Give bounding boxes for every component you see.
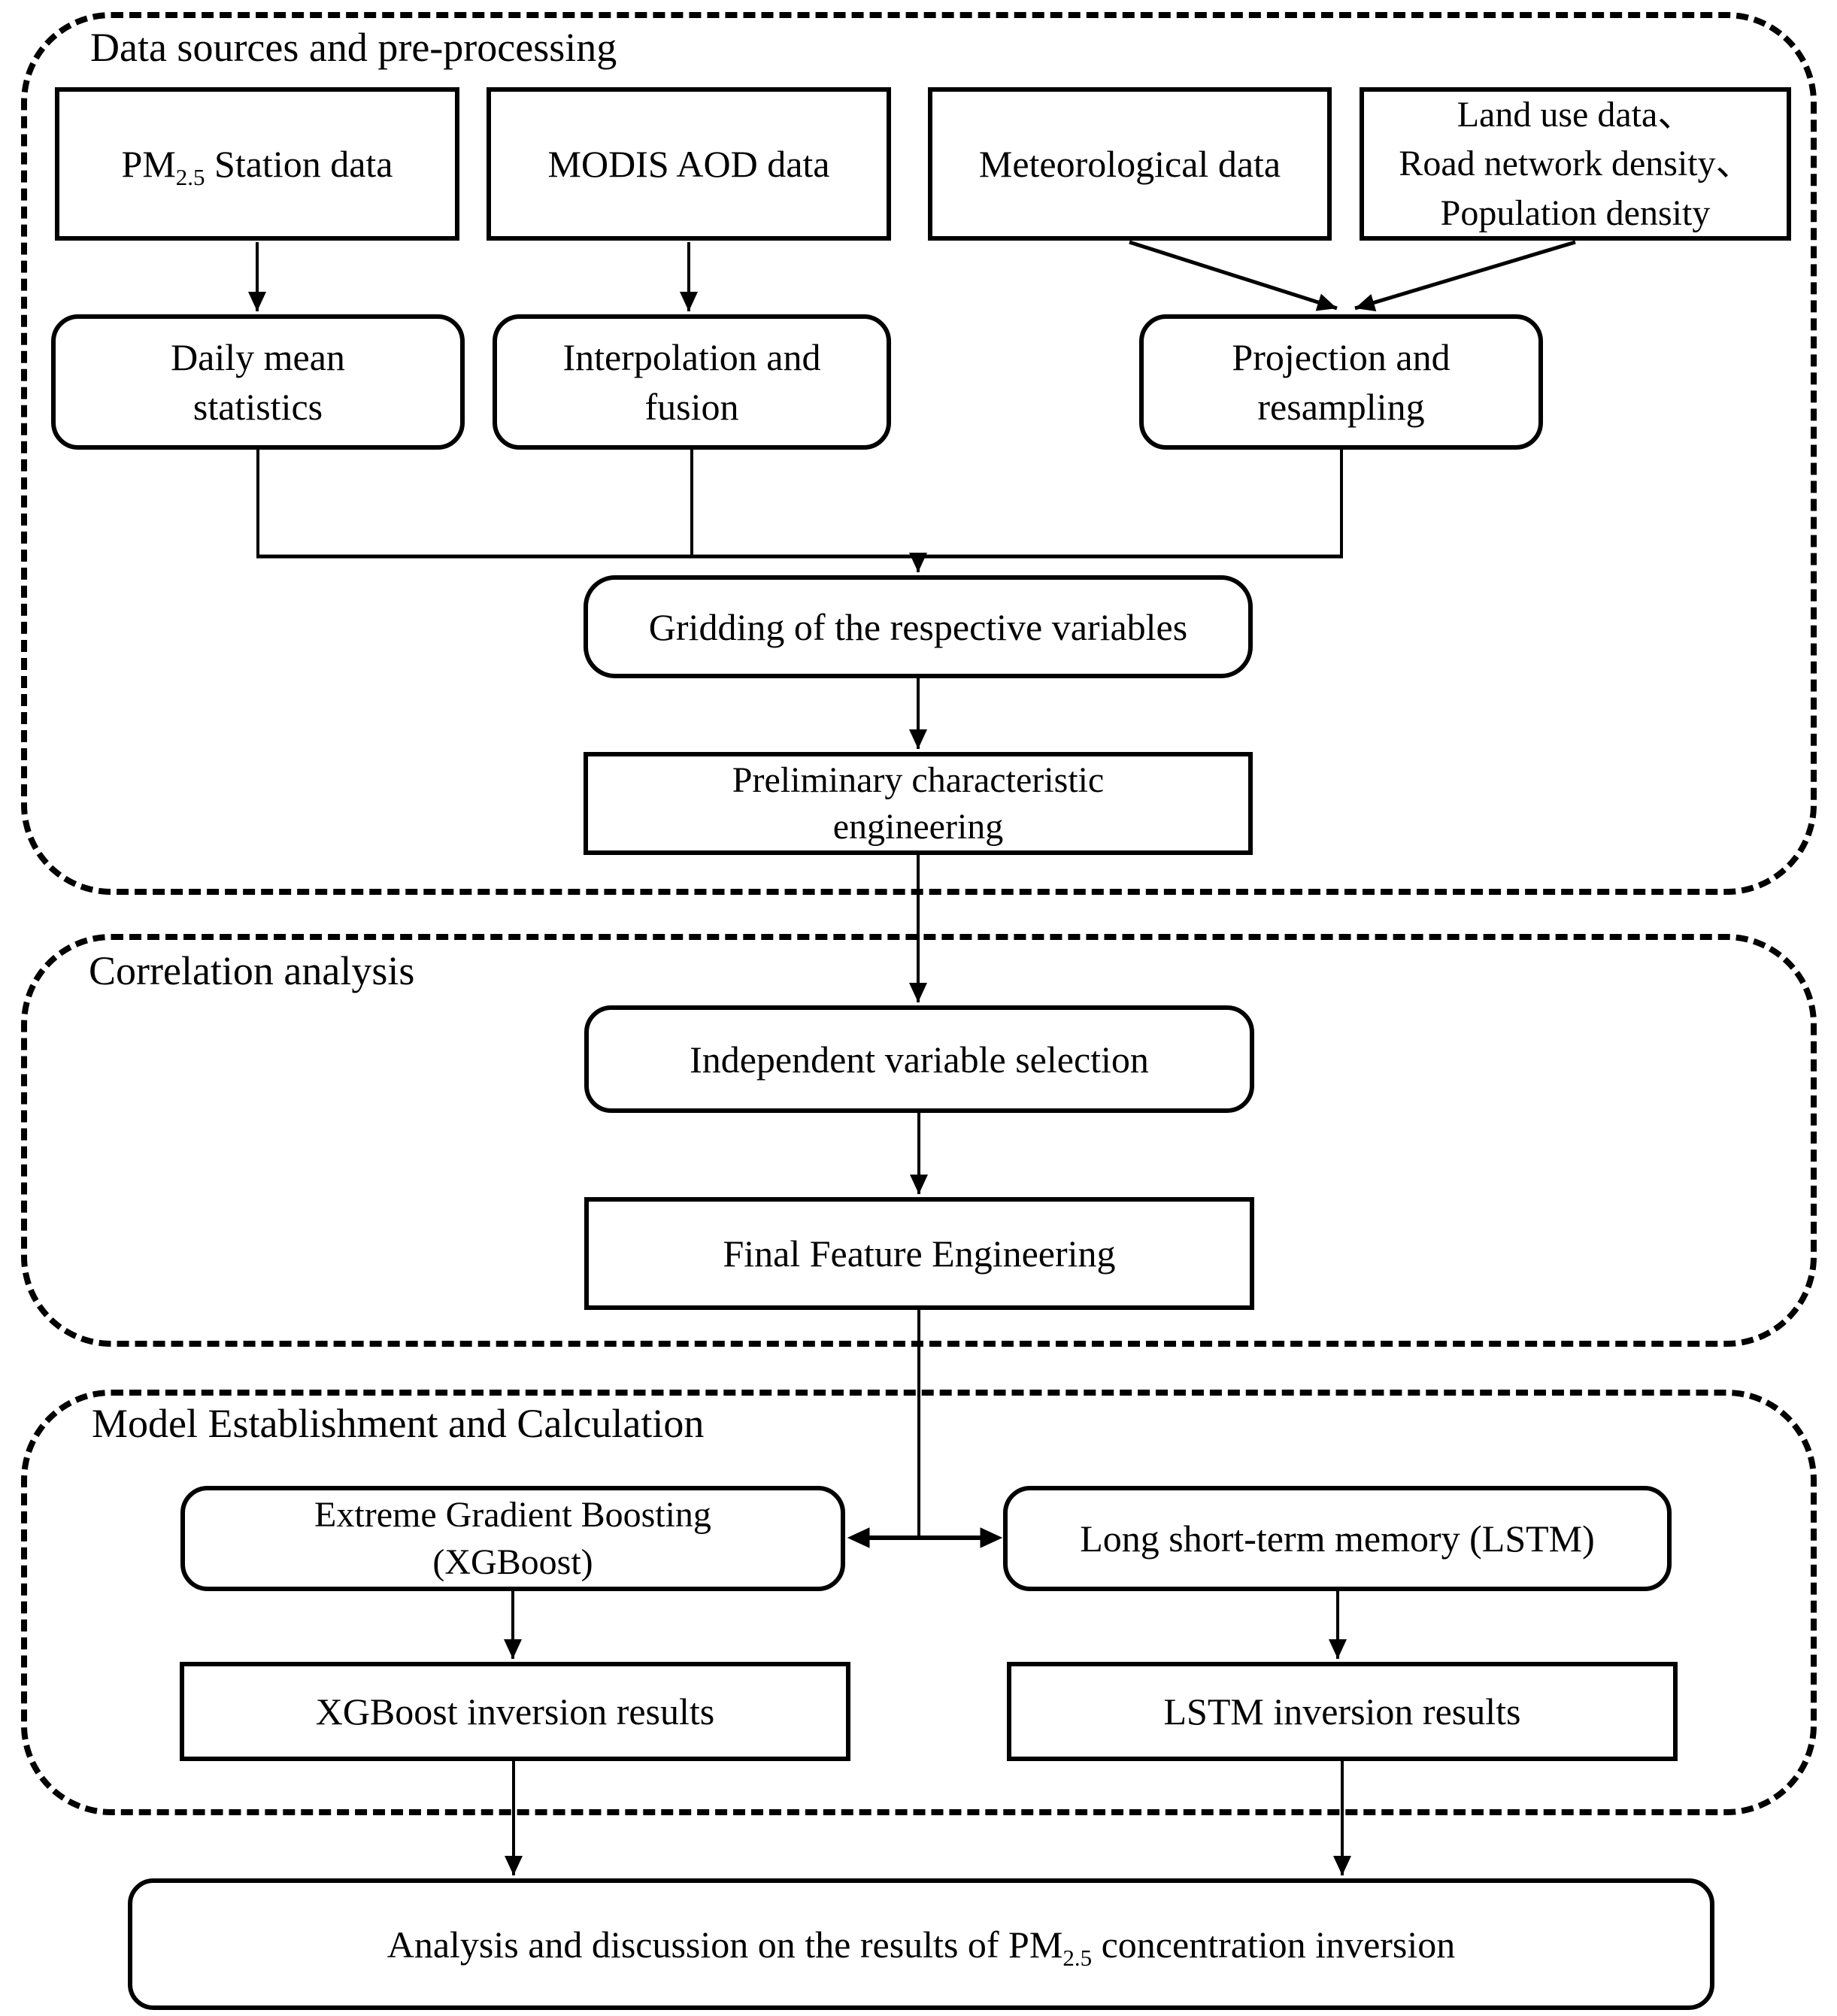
node-independent-variable-selection: Independent variable selection (584, 1005, 1254, 1113)
node-label: Analysis and discussion on the results o… (386, 1923, 1456, 1971)
node-label-line: engineering (832, 806, 1004, 847)
node-label: XGBoost inversion results (315, 1690, 715, 1733)
node-label-line: statistics (192, 386, 323, 428)
node-preliminary-characteristic-engineering: Preliminary characteristic engineering (584, 752, 1253, 855)
node-label: Final Feature Engineering (723, 1232, 1116, 1275)
node-label: MODIS AOD data (547, 143, 830, 185)
node-label-line: Interpolation and (562, 336, 821, 378)
container-label-data-sources: Data sources and pre-processing (90, 25, 617, 70)
node-label-line: Road network density、 (1399, 144, 1752, 184)
node-interpolation-fusion: Interpolation and fusion (493, 314, 891, 450)
node-final-feature-engineering: Final Feature Engineering (584, 1197, 1254, 1310)
node-label-line: fusion (644, 386, 739, 428)
node-label-line: resampling (1257, 386, 1425, 428)
node-label-line: Preliminary characteristic (732, 760, 1105, 801)
container-label-correlation: Correlation analysis (89, 948, 415, 993)
node-label-line: Population density (1440, 193, 1711, 233)
node-xgboost: Extreme Gradient Boosting (XGBoost) (180, 1486, 845, 1591)
node-modis-aod-data: MODIS AOD data (487, 87, 891, 241)
node-label: Meteorological data (978, 143, 1281, 185)
node-pm25-station-data: PM2.5 Station data (55, 87, 459, 241)
node-label: LSTM inversion results (1163, 1690, 1521, 1733)
node-label-line: (XGBoost) (432, 1542, 593, 1582)
node-label: Gridding of the respective variables (648, 605, 1188, 648)
container-label-model: Model Establishment and Calculation (92, 1401, 705, 1446)
node-meteorological-data: Meteorological data (928, 87, 1332, 241)
node-label-line: Land use data、 (1457, 95, 1694, 135)
node-label: Independent variable selection (690, 1038, 1149, 1081)
node-analysis-discussion: Analysis and discussion on the results o… (128, 1878, 1714, 2010)
node-gridding-variables: Gridding of the respective variables (584, 575, 1253, 678)
node-lstm-inversion-results: LSTM inversion results (1007, 1662, 1678, 1761)
node-label-line: Extreme Gradient Boosting (314, 1494, 711, 1535)
node-landuse-road-population: Land use data、 Road network density、 Pop… (1360, 87, 1791, 241)
node-projection-resampling: Projection and resampling (1139, 314, 1543, 450)
node-label: PM2.5 Station data (121, 143, 393, 190)
node-daily-mean-statistics: Daily mean statistics (51, 314, 465, 450)
node-label-line: Daily mean (171, 336, 345, 378)
node-label-line: Projection and (1232, 336, 1451, 378)
node-lstm: Long short-term memory (LSTM) (1003, 1486, 1672, 1591)
node-xgboost-inversion-results: XGBoost inversion results (180, 1662, 850, 1761)
node-label: Long short-term memory (LSTM) (1080, 1517, 1595, 1560)
